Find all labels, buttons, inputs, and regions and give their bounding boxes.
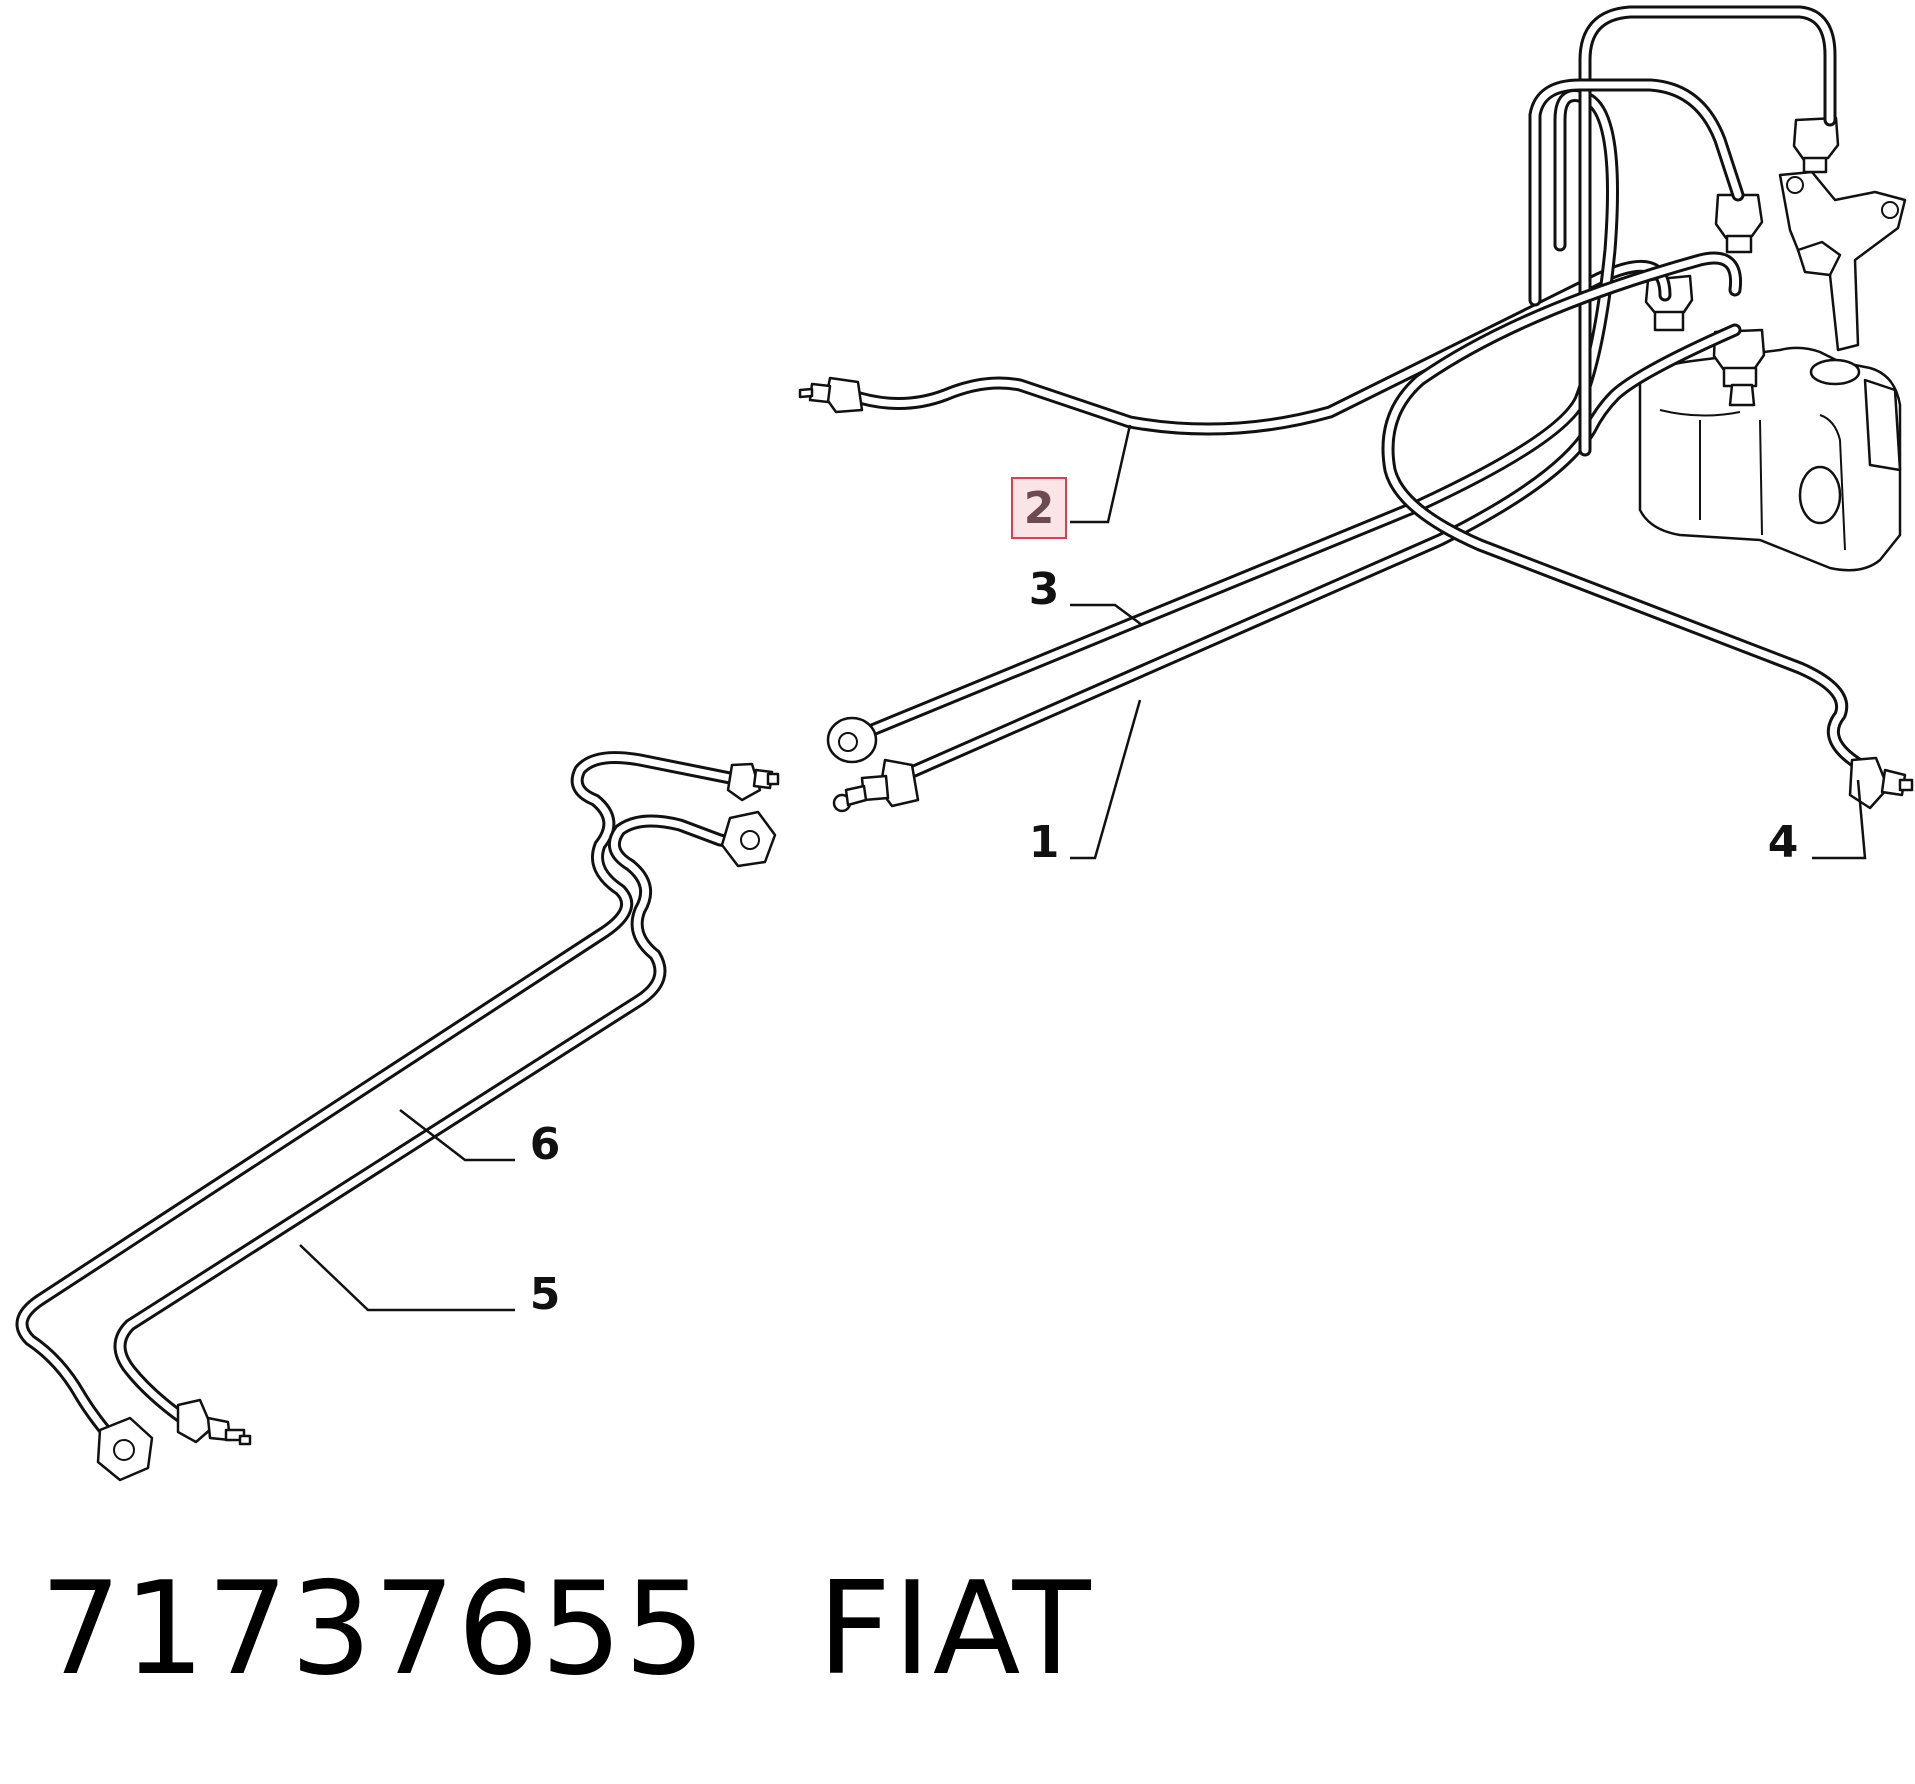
callout-1[interactable]: 1 bbox=[1029, 817, 1060, 868]
callout-6[interactable]: 6 bbox=[530, 1119, 561, 1170]
leader-lines bbox=[299, 424, 1867, 1312]
pipe-1-end-fitting bbox=[832, 758, 920, 813]
callout-3[interactable]: 3 bbox=[1029, 564, 1060, 615]
pipe-5-nut bbox=[720, 810, 777, 868]
pipe-4[interactable] bbox=[1381, 251, 1914, 810]
callout-4[interactable]: 4 bbox=[1768, 817, 1799, 868]
pipe-6-nut bbox=[96, 1416, 154, 1482]
callout-2[interactable]: 2 bbox=[1024, 483, 1055, 534]
pipe-1[interactable] bbox=[832, 323, 1742, 813]
callout-5[interactable]: 5 bbox=[530, 1269, 561, 1320]
pipe-6-end-fitting bbox=[726, 762, 780, 802]
valve-fittings bbox=[1644, 116, 1840, 407]
pipe-5[interactable] bbox=[113, 810, 777, 1446]
pipe-6[interactable] bbox=[15, 751, 780, 1482]
callout-labels: 2 3 1 4 6 5 bbox=[530, 477, 1799, 1320]
pipe-5-end-fitting bbox=[176, 1398, 252, 1446]
pipe-2-end-fitting bbox=[798, 376, 864, 414]
part-number: 71737655 bbox=[40, 1555, 708, 1704]
callout-2-highlight bbox=[1011, 477, 1067, 539]
brake-valve-assembly bbox=[1638, 170, 1907, 572]
pipe-3-nut bbox=[826, 716, 878, 764]
upper-loop-pipe bbox=[1528, 5, 1837, 457]
pipe-2[interactable] bbox=[798, 259, 1672, 436]
brand-name: FIAT bbox=[817, 1555, 1093, 1704]
